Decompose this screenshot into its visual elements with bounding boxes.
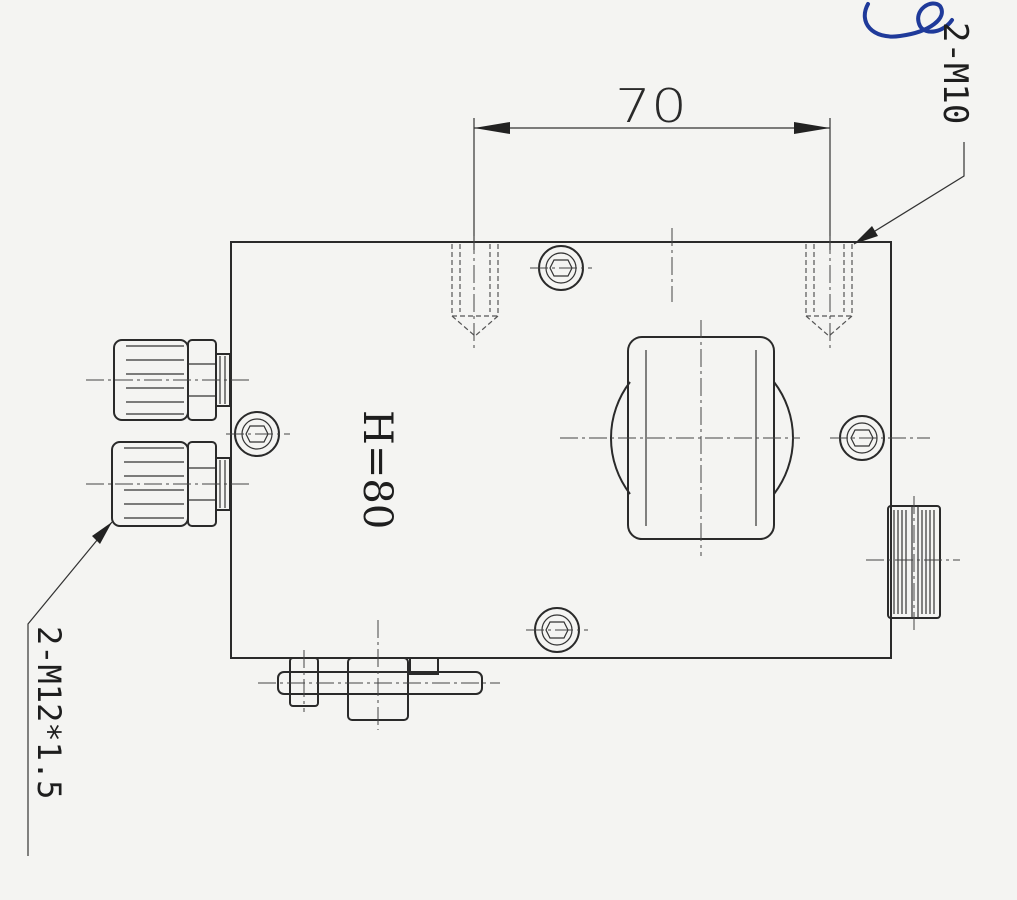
m10-label: 2-M10 (935, 22, 975, 124)
screw-bottom (526, 607, 588, 653)
screw-top (530, 245, 592, 291)
threaded-hole-left (451, 236, 499, 350)
screw-left (226, 411, 290, 457)
m10-callout: 2-M10 (853, 22, 975, 245)
height-label: H=80 (354, 410, 400, 529)
screw-right (830, 415, 930, 461)
m12-label: 2-M12*1.5 (30, 626, 68, 799)
dimension-70-label: 70 (615, 79, 687, 133)
valve-body (230, 241, 892, 659)
central-boss (560, 320, 800, 556)
signature-mark (862, 1, 954, 39)
port-fitting-lower (86, 441, 250, 527)
threaded-hole-right (805, 236, 853, 350)
port-fitting-upper (86, 339, 250, 421)
dimension-70: 70 (473, 79, 831, 250)
bottom-fitting (258, 620, 500, 730)
m12-callout: 2-M12*1.5 (27, 521, 113, 856)
knurled-knob (866, 496, 960, 630)
